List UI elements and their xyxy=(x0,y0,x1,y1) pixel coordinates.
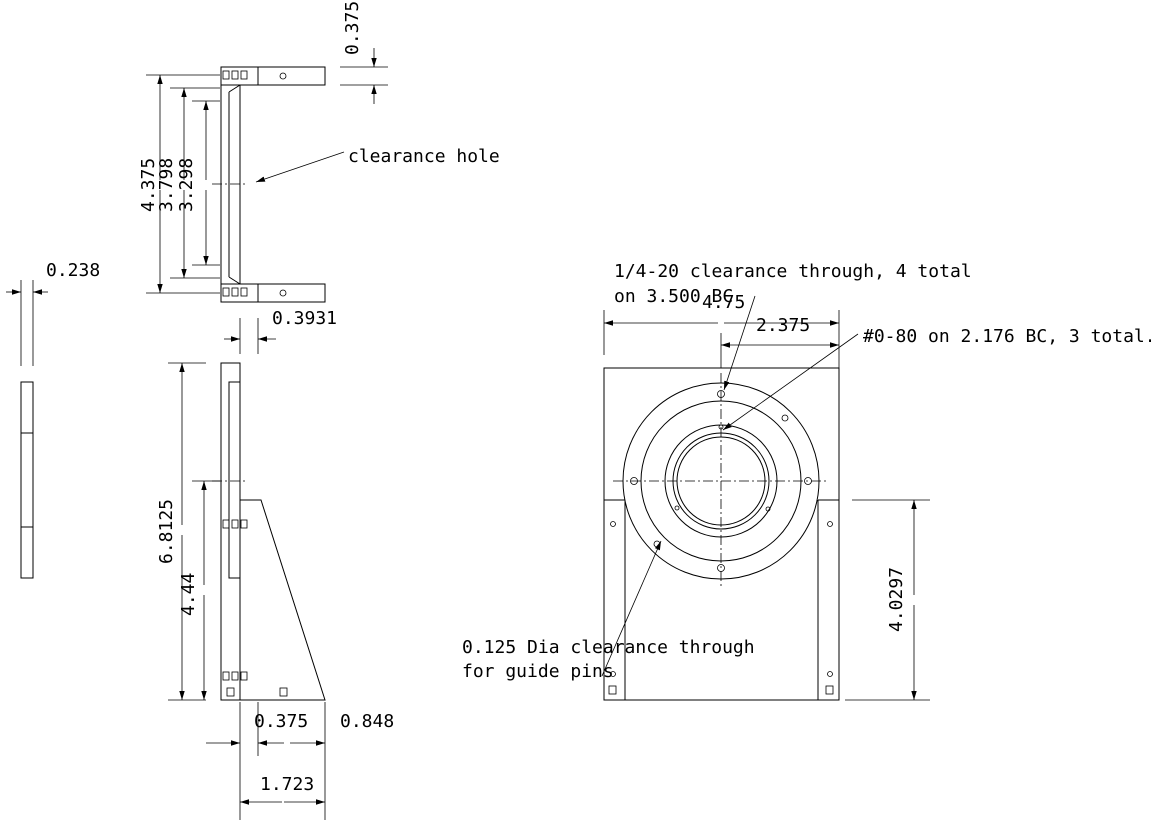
dim-top-gap: 0.375 xyxy=(342,1,363,55)
dim-height-outer: 4.375 xyxy=(138,158,159,212)
dim-thickness-small: 0.238 xyxy=(46,260,100,281)
top-view-c-channel: 0.375 4.375 3.798 3.298 clearance hole 0… xyxy=(138,1,500,354)
note-guide-pins-line2: for guide pins xyxy=(462,661,614,682)
front-view-plate: 4.75 2.375 4.0297 1/4-20 clearance throu… xyxy=(462,261,1151,701)
side-strip-view: 0.238 xyxy=(6,260,100,579)
side-view-bracket: 6.8125 4.44 0.375 0.848 1.723 xyxy=(156,362,394,820)
dim-plate-half-width: 2.375 xyxy=(756,315,810,336)
dim-height-mid: 3.798 xyxy=(156,158,177,212)
note-quarter20-line2: on 3.500 BC xyxy=(614,286,733,307)
note-quarter20-line1: 1/4-20 clearance through, 4 total xyxy=(614,261,972,282)
dim-base-offset: 0.375 xyxy=(254,711,308,732)
note-bc080: #0-80 on 2.176 BC, 3 total. xyxy=(863,326,1151,347)
dim-plate-lower-height: 4.0297 xyxy=(886,567,907,632)
dim-side-height-lower: 4.44 xyxy=(178,573,199,616)
dim-plate-width: 4.75 xyxy=(702,292,745,313)
note-guide-pins-line1: 0.125 Dia clearance through xyxy=(462,637,755,658)
dim-offset-small: 0.3931 xyxy=(272,308,337,329)
dim-height-inner: 3.298 xyxy=(176,158,197,212)
dim-base-slope: 0.848 xyxy=(340,711,394,732)
dim-base-width: 1.723 xyxy=(260,774,314,795)
dim-side-height: 6.8125 xyxy=(156,499,177,564)
note-clearance-hole: clearance hole xyxy=(348,146,500,167)
